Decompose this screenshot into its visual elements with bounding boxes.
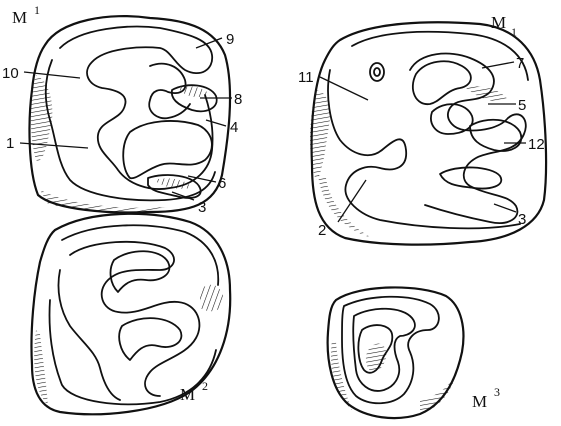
label-3-lower: 3 xyxy=(494,204,526,228)
svg-text:M: M xyxy=(180,385,195,404)
upper-second-molar xyxy=(31,214,230,414)
svg-text:7: 7 xyxy=(516,55,524,72)
svg-text:2: 2 xyxy=(318,222,326,239)
molar-label-m2: M 2 xyxy=(180,379,208,404)
svg-text:3: 3 xyxy=(494,385,500,399)
upper-first-molar xyxy=(30,16,231,212)
molar-label-m1-lower: M 1 xyxy=(491,13,517,39)
svg-text:4: 4 xyxy=(230,119,238,136)
svg-text:M: M xyxy=(491,13,506,32)
svg-text:5: 5 xyxy=(518,97,526,114)
molar-label-m1-upper: M 1 xyxy=(12,3,40,27)
svg-text:3: 3 xyxy=(518,211,526,228)
label-4: 4 xyxy=(206,119,238,136)
label-6: 6 xyxy=(188,175,226,192)
svg-text:1: 1 xyxy=(511,25,517,39)
lower-third-molar xyxy=(328,287,464,418)
svg-text:10: 10 xyxy=(2,65,19,82)
molar-label-m3: M 3 xyxy=(472,385,500,411)
svg-text:M: M xyxy=(12,8,27,27)
svg-text:3: 3 xyxy=(198,199,206,216)
svg-text:1: 1 xyxy=(34,3,40,17)
svg-text:6: 6 xyxy=(218,175,226,192)
svg-text:1: 1 xyxy=(6,135,14,152)
label-11: 11 xyxy=(298,69,368,100)
svg-text:M: M xyxy=(472,392,487,411)
svg-text:12: 12 xyxy=(528,136,545,153)
svg-text:11: 11 xyxy=(298,69,314,86)
svg-text:8: 8 xyxy=(234,91,242,108)
svg-text:2: 2 xyxy=(202,379,208,393)
svg-text:9: 9 xyxy=(226,31,234,48)
